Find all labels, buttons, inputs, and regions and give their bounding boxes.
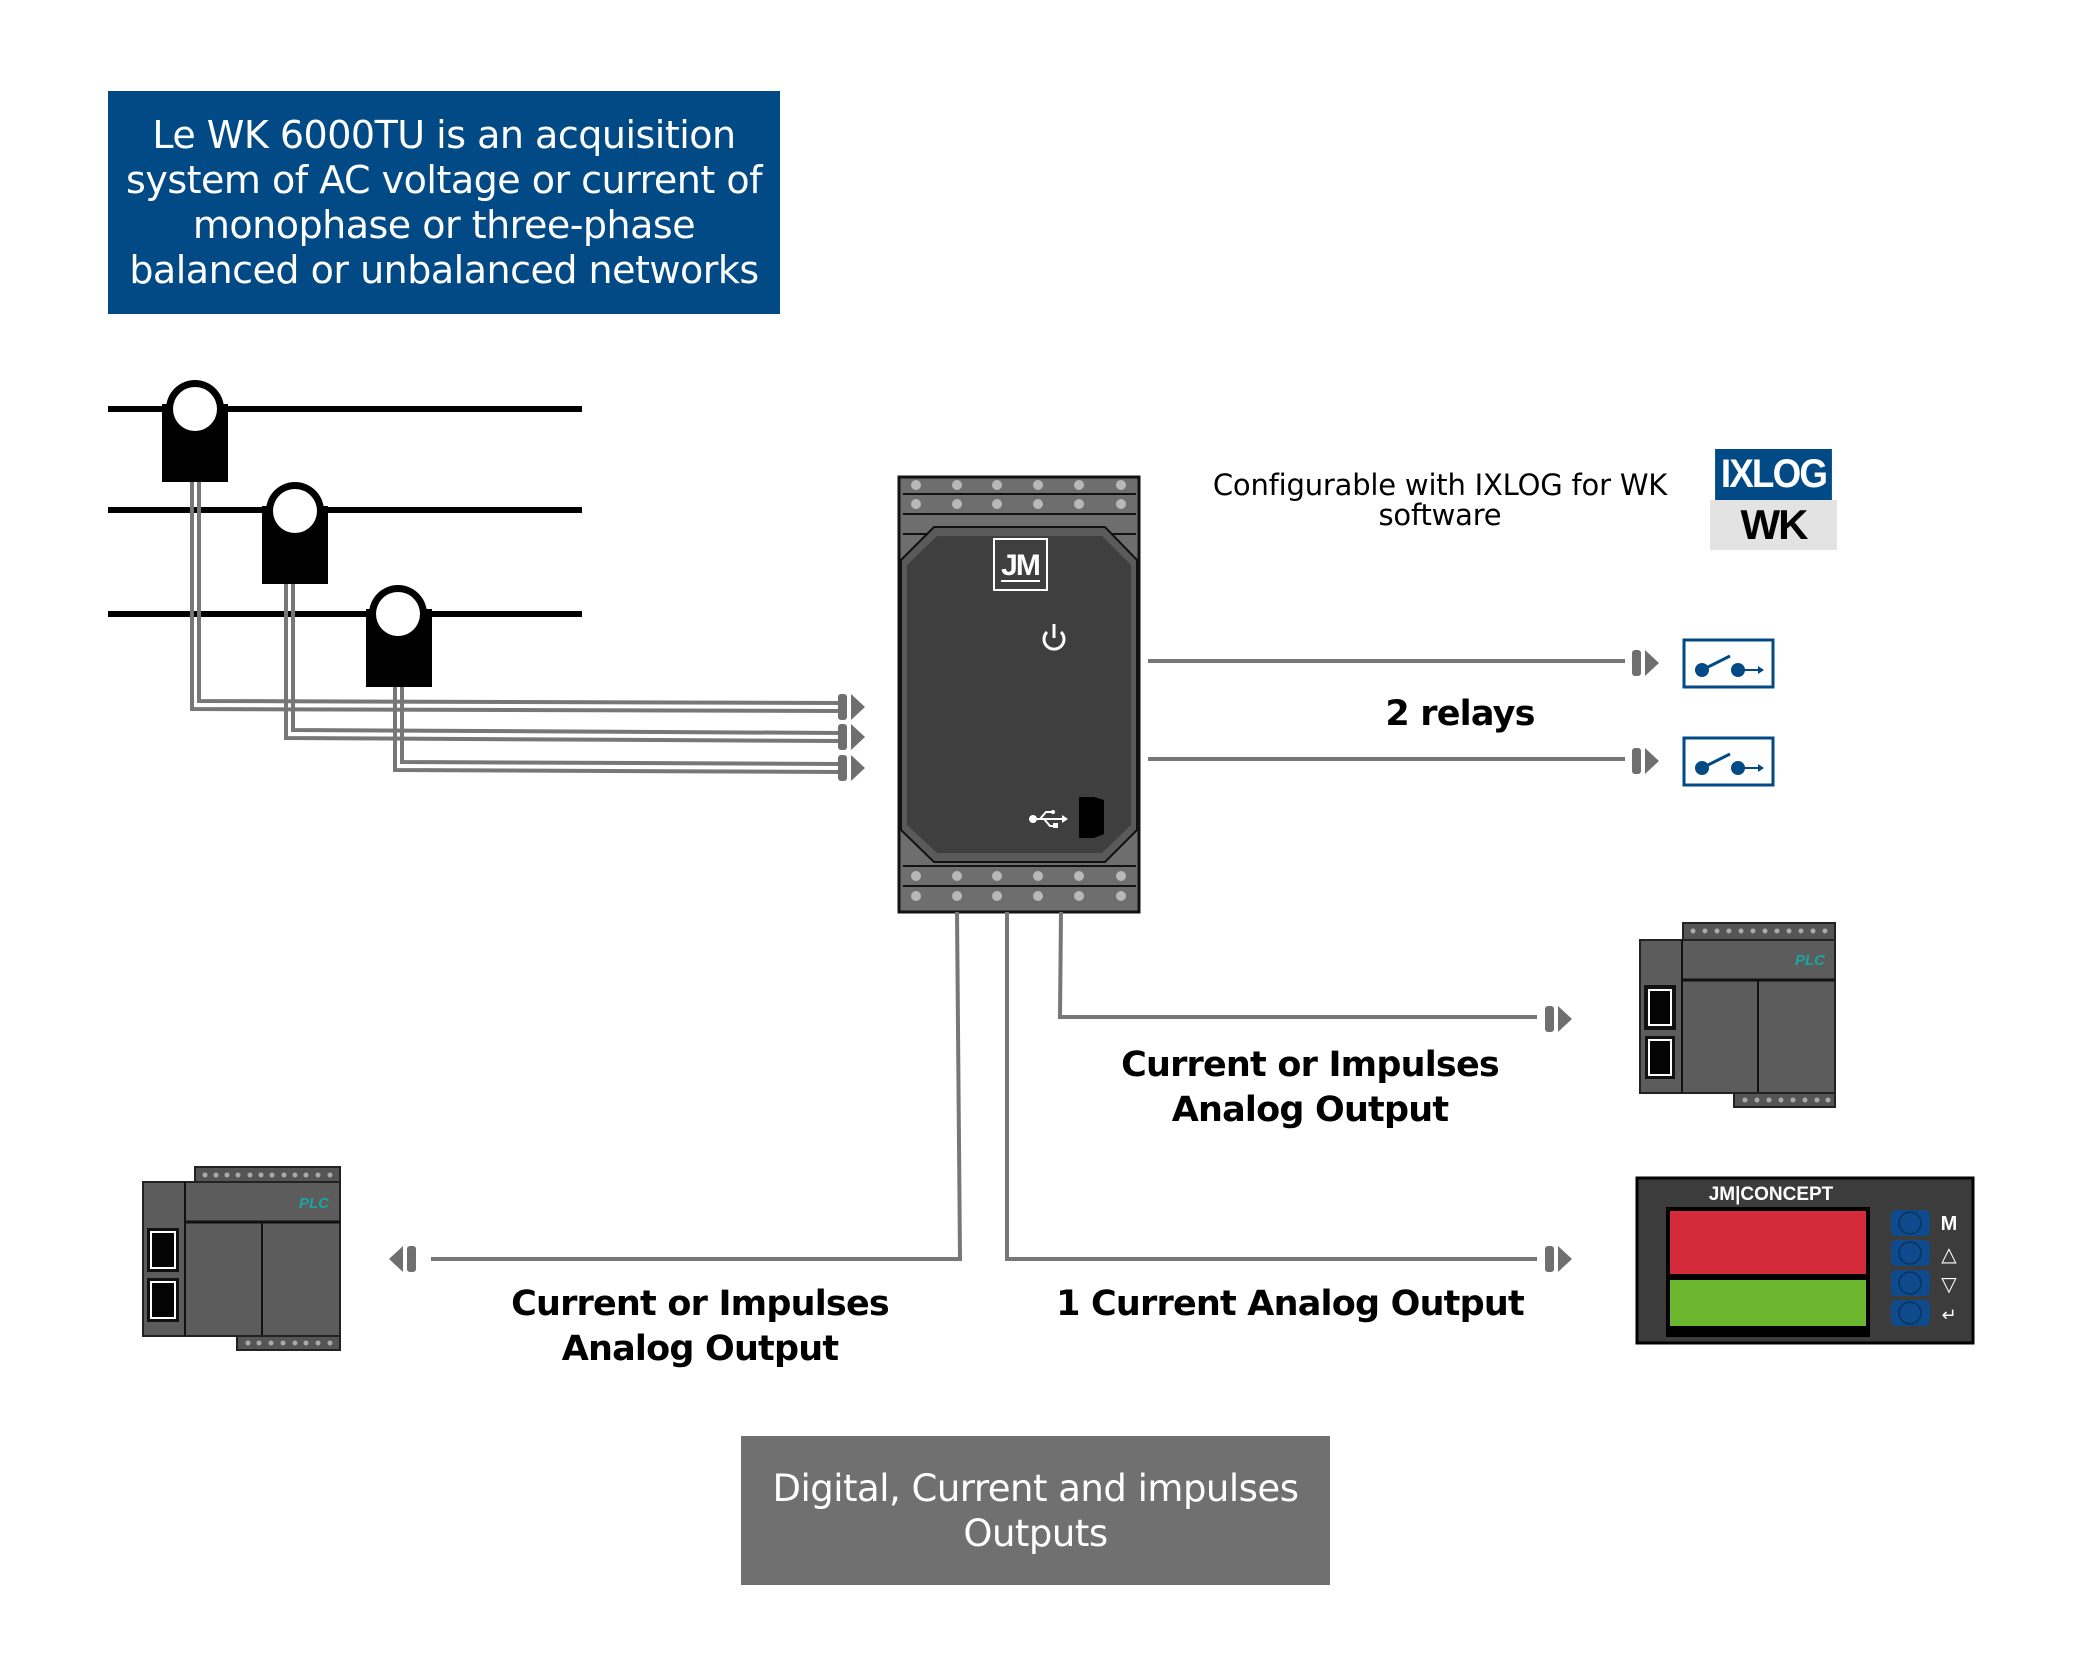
up-icon: △ (1941, 1242, 1957, 1266)
meter-buttons (1891, 1210, 1930, 1326)
plc-left: PLC (142, 1166, 341, 1351)
relays-label: 2 relays (1385, 694, 1535, 734)
output-arrow-icon (1545, 1246, 1572, 1272)
current-output-wire (1005, 912, 1537, 1261)
usb-icon (1029, 810, 1068, 828)
input-arrow-icon (838, 755, 865, 781)
usb-port (1079, 797, 1104, 838)
intro-line: monophase or three-phase (192, 202, 696, 247)
label-line: Analog Output (1171, 1090, 1449, 1130)
intro-description-box: Le WK 6000TU is an acquisition system of… (108, 91, 780, 314)
output-arrow-icon (1545, 1006, 1572, 1032)
svg-text:JM|CONCEPT: JM|CONCEPT (1709, 1184, 1834, 1205)
menu-button-label: M (1941, 1213, 1958, 1235)
jm-concept-panel-meter: JM|CONCEPT M △ ▽ ↵ (1635, 1176, 1975, 1345)
current-transformer-1 (162, 380, 228, 482)
outputs-line: Digital, Current and impulses (772, 1466, 1299, 1510)
svg-text:PLC: PLC (299, 1195, 330, 1212)
output-wires (431, 911, 1537, 1261)
current-transformer-3 (366, 585, 432, 687)
ct-cables (190, 480, 844, 774)
output-arrow-left-icon (389, 1246, 416, 1272)
input-arrow-icon (838, 724, 865, 750)
relay-switch-icon-2 (1682, 736, 1775, 787)
jm-logo: JM (993, 538, 1048, 591)
display-red (1670, 1211, 1866, 1274)
config-line: software (1378, 498, 1502, 532)
relay-arrow-icon (1632, 748, 1659, 774)
wk6000tu-device: JM (897, 475, 1141, 914)
configuration-note: Configurable with IXLOG for WK software (1180, 470, 1700, 530)
right-output-wire (1057, 911, 1537, 1019)
ct-cable-2b (291, 582, 844, 735)
bottom-terminal-screws (911, 871, 1126, 901)
current-transformer-2 (262, 482, 328, 584)
svg-text:JM: JM (1001, 549, 1039, 582)
intro-line: system of AC voltage or current of (126, 157, 762, 202)
outputs-summary-box: Digital, Current and impulses Outputs (741, 1436, 1330, 1585)
power-icon (1042, 624, 1066, 651)
display-green (1670, 1280, 1866, 1326)
right-analog-output-label: Current or Impulses Analog Output (1080, 1043, 1540, 1133)
label-line: Analog Output (561, 1329, 839, 1369)
wk-logo-text: WK (1710, 500, 1837, 550)
outputs-line: Outputs (963, 1511, 1108, 1555)
intro-line: Le WK 6000TU is an acquisition (152, 112, 736, 157)
ixlog-wk-logo: IXLOG WK (1710, 449, 1837, 550)
ct-cable-3a (393, 685, 844, 774)
ct-cable-2a (284, 582, 844, 743)
relay-wires (1148, 659, 1625, 761)
enter-icon: ↵ (1941, 1305, 1956, 1326)
ct-cable-3b (400, 685, 844, 766)
left-analog-output-label: Current or Impulses Analog Output (470, 1282, 930, 1372)
label-line: Current or Impulses (511, 1284, 890, 1324)
input-arrow-icon (838, 694, 865, 720)
plc-right: PLC (1639, 922, 1836, 1108)
top-terminal-screws (911, 480, 1126, 509)
current-analog-output-label: 1 Current Analog Output (1056, 1284, 1525, 1324)
relay-switch-icon-1 (1682, 638, 1775, 689)
down-icon: ▽ (1941, 1272, 1957, 1296)
label-line: Current or Impulses (1121, 1045, 1500, 1085)
intro-line: balanced or unbalanced networks (129, 247, 759, 292)
relay-arrow-icon (1632, 650, 1659, 676)
svg-text:PLC: PLC (1795, 952, 1826, 969)
ct-cable-1b (197, 480, 844, 705)
ct-cable-1a (190, 480, 844, 713)
left-output-wire (431, 911, 963, 1261)
ixlog-logo-text: IXLOG (1715, 449, 1832, 500)
config-line: Configurable with IXLOG for WK (1212, 468, 1668, 502)
